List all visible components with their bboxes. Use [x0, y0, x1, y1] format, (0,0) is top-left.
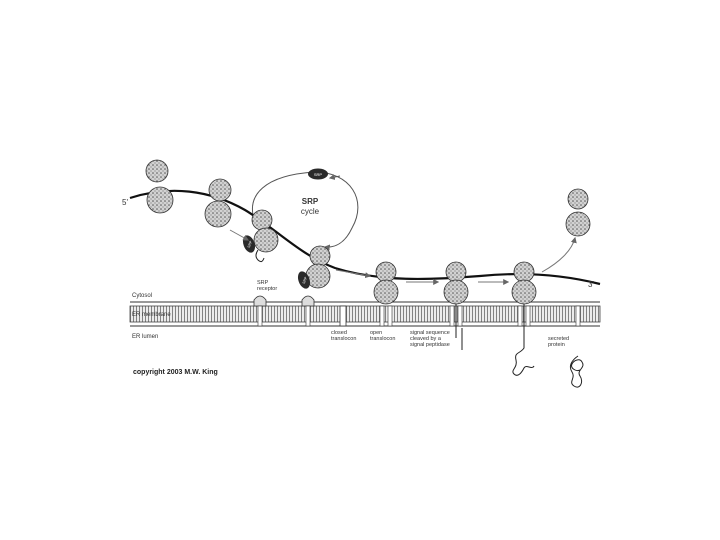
er-lumen-label: ER lumen [132, 334, 158, 340]
three-prime-label: 3' [588, 280, 594, 289]
signal-sequence-label: signal sequence [410, 330, 450, 336]
bound-srp-label: SRP [247, 240, 253, 249]
open-translocon-label-2: translocon [370, 336, 395, 342]
closed-translocon-label: closed [331, 330, 347, 336]
five-prime-label: 5' [122, 198, 128, 207]
ribosome-large-subunit [373, 279, 399, 305]
free-srp-label: SRP [314, 172, 323, 177]
ribosome-small-subunit [445, 261, 467, 283]
signal-sequence-label-2: cleaved by a [410, 336, 442, 342]
srp-receptor [253, 295, 267, 327]
open-translocon-label: open [370, 330, 382, 336]
secreted-protein [569, 355, 584, 388]
ribosome-large-subunit [511, 279, 537, 305]
cytosol-label: Cytosol [132, 293, 152, 299]
ribosome-large-subunit [204, 200, 232, 228]
ribosome-small-subunit [375, 261, 397, 283]
secreted-protein-label-2: protein [548, 342, 565, 348]
er-membrane-label: ER membrane [132, 312, 171, 318]
docking-srp-label: SRP [302, 276, 308, 285]
ribosome-large-subunit [443, 279, 469, 305]
ribosome-large-subunit [146, 186, 174, 214]
closed-translocon-label-2: translocon [331, 336, 356, 342]
srp-receptor-label: SRP [257, 280, 269, 286]
open-translocon [379, 305, 393, 327]
translocon-with-chain [449, 304, 463, 350]
srp-receptor [301, 295, 315, 327]
release-arrow [541, 236, 577, 273]
nascent-chain [255, 249, 265, 263]
ribosome-large-subunit [565, 211, 591, 237]
srp-receptor-label-2: receptor [257, 286, 277, 292]
signal-sequence-label-3: signal peptidase [410, 342, 450, 348]
srp-cycle-subtitle: cycle [301, 207, 320, 216]
step-arrow [335, 269, 372, 279]
ribosome-small-subunit [208, 178, 232, 202]
srp-cycle-loop [252, 171, 359, 251]
free-srp: SRP [308, 168, 328, 180]
secreted-protein-label: secreted [548, 336, 569, 342]
step-arrow [229, 229, 250, 241]
ribosome-small-subunit [309, 245, 331, 267]
ribosome-small-subunit [567, 188, 589, 210]
srp-cycle-title: SRP [302, 197, 319, 206]
copyright-notice: copyright 2003 M.W. King [133, 369, 218, 376]
ribosome-small-subunit [145, 159, 169, 183]
closed-translocon [339, 305, 347, 327]
srp-docking: SRP [297, 271, 311, 289]
translocon-with-polypeptide [512, 304, 535, 376]
translocon [575, 305, 581, 327]
ribosome-small-subunit [251, 209, 273, 231]
ribosome-small-subunit [513, 261, 535, 283]
ribosome-large-subunit [253, 227, 279, 253]
